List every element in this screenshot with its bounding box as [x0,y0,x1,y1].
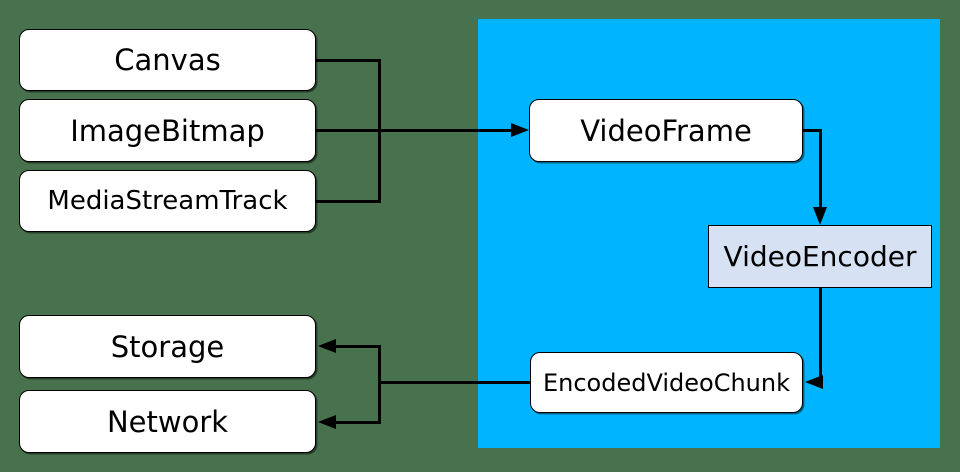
node-videoencoder-label: VideoEncoder [723,240,917,273]
node-encodedvideochunk: EncodedVideoChunk [530,352,803,413]
edge-videoframe-to-videoencoder-vertical [819,129,822,209]
edge-videoencoder-down-vertical [819,288,822,384]
node-canvas: Canvas [19,29,316,91]
edge-encodedvideochunk-out [379,381,530,384]
edge-to-storage [332,345,379,348]
edge-output-branch-vertical [378,345,381,424]
edge-to-network [332,421,379,424]
arrowhead-into-network-icon [318,415,336,429]
node-encodedvideochunk-label: EncodedVideoChunk [542,368,791,397]
node-videoframe-label: VideoFrame [580,113,752,148]
edge-canvas-out [316,59,381,62]
node-mediastreamtrack: MediaStreamTrack [19,170,316,232]
edge-imagebitmap-to-videoframe [316,129,513,132]
node-videoencoder: VideoEncoder [708,225,932,288]
node-imagebitmap-label: ImageBitmap [70,113,265,148]
node-canvas-label: Canvas [114,43,221,77]
arrowhead-into-videoframe-icon [511,123,529,137]
node-mediastreamtrack-label: MediaStreamTrack [47,186,288,216]
edge-videoframe-out [803,129,822,132]
node-imagebitmap: ImageBitmap [19,99,316,162]
arrowhead-into-storage-icon [318,339,336,353]
edge-mediastreamtrack-out [316,200,381,203]
node-network-label: Network [106,404,229,439]
node-storage-label: Storage [110,329,225,364]
node-storage: Storage [19,315,316,378]
arrowhead-into-videoencoder-icon [813,207,827,225]
node-network: Network [19,390,316,453]
arrowhead-into-encodedvideochunk-icon [805,375,823,389]
node-videoframe: VideoFrame [529,99,803,162]
